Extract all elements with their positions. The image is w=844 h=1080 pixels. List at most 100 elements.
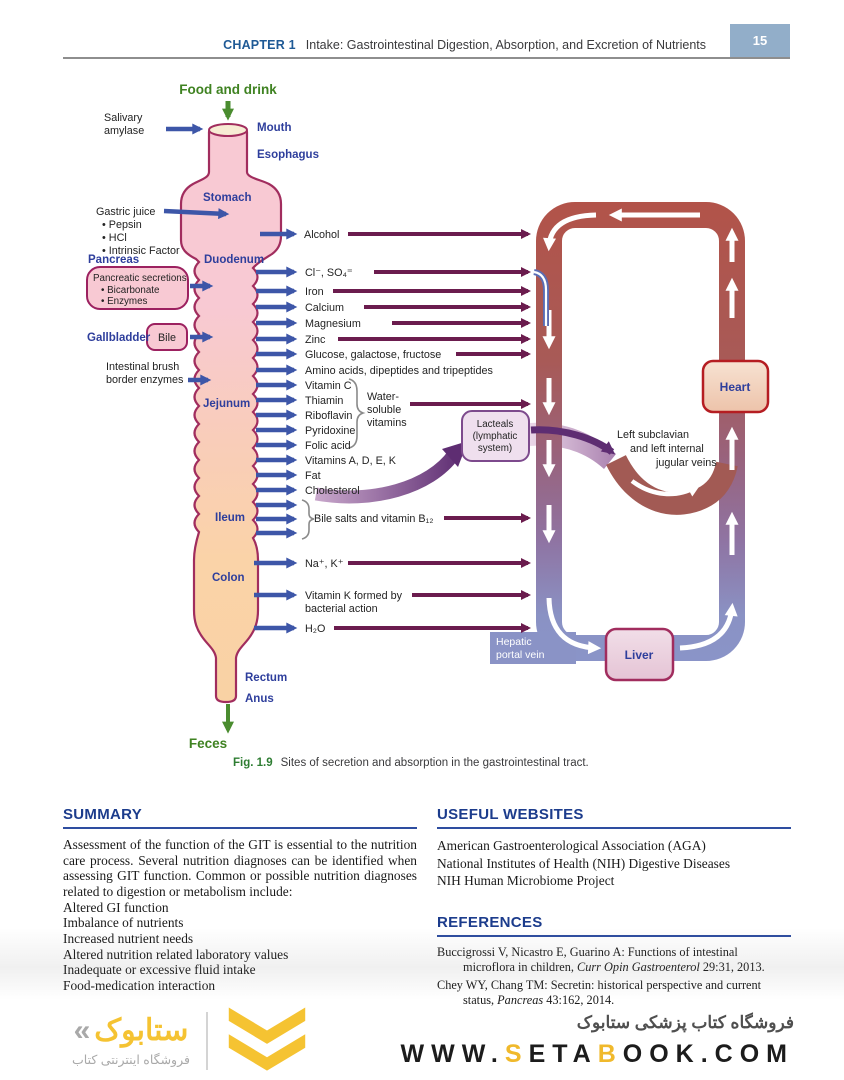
jugular-flow-arrow	[630, 479, 701, 497]
logo-divider	[205, 1012, 208, 1070]
setabook-logo-line: « ستابوک	[72, 1013, 190, 1047]
label-bile-salts: Bile salts and vitamin B₁₂	[314, 513, 433, 525]
label-pancreatic-3: • Enzymes	[101, 296, 148, 307]
label-pancreatic-1: Pancreatic secretions	[93, 273, 187, 284]
label-glucose: Glucose, galactose, fructose	[305, 349, 441, 361]
label-alcohol: Alcohol	[304, 229, 339, 241]
chevron-bottom	[228, 1034, 306, 1071]
running-head: CHAPTER 1 Intake: Gastrointestinal Diges…	[223, 38, 706, 52]
water-soluble-bracket	[348, 378, 366, 449]
websites-section: USEFUL WEBSITES American Gastroenterolog…	[437, 806, 791, 890]
label-pancreatic-2: • Bicarbonate	[101, 285, 160, 296]
lacteals-swoosh	[530, 426, 616, 455]
summary-paragraph: Assessment of the function of the GIT is…	[63, 837, 417, 900]
bile-salts-bracket	[301, 499, 315, 540]
label-pyridoxine: Pyridoxine	[305, 425, 355, 437]
reference-journal: Curr Opin Gastroenterol	[577, 960, 700, 975]
loop-flow-arrows	[542, 208, 739, 655]
page-header: CHAPTER 1 Intake: Gastrointestinal Diges…	[63, 0, 790, 59]
lacteals-box	[461, 410, 530, 462]
label-lacteals-1: Lacteals	[477, 419, 514, 430]
setabook-logo: « ستابوک فروشگاه اینترنتی کتاب	[72, 1013, 190, 1067]
label-liver: Liver	[625, 648, 654, 662]
label-stomach: Stomach	[203, 192, 252, 204]
absorption-lines	[333, 229, 531, 633]
absorption-arrows	[254, 228, 298, 634]
watermark-footer: « ستابوک فروشگاه اینترنتی کتاب فروشگاه ک…	[0, 1002, 844, 1080]
chapter-label: CHAPTER 1	[223, 38, 296, 52]
right-column: USEFUL WEBSITES American Gastroenterolog…	[437, 806, 791, 1010]
url-part: ETA	[528, 1040, 598, 1068]
label-gastric-3: • HCl	[102, 232, 127, 244]
label-lacteals-3: system)	[478, 443, 512, 454]
summary-item: Imbalance of nutrients	[63, 915, 184, 931]
label-ileum: Ileum	[215, 512, 245, 524]
label-riboflavin: Riboflavin	[305, 410, 352, 422]
reference-item: Buccigrossi V, Nicastro E, Guarino A: Fu…	[437, 945, 791, 975]
pancreatic-secretions-box	[86, 266, 189, 310]
label-salivary-1: Salivary	[104, 112, 143, 124]
label-water-1: Water-	[367, 391, 399, 403]
figure-caption: Fig. 1.9 Sites of secretion and absorptio…	[233, 757, 589, 769]
label-brush-1: Intestinal brush	[106, 361, 179, 373]
label-mouth: Mouth	[257, 122, 291, 134]
reference-journal: Pancreas	[497, 992, 544, 1007]
chevron-emblem-icon	[228, 1007, 306, 1071]
feces-label: Feces	[189, 736, 227, 751]
reference-tail: 43:162, 2014.	[543, 992, 615, 1007]
label-hepatic-2: portal vein	[496, 649, 545, 661]
setabook-logo-group: « ستابوک فروشگاه اینترنتی کتاب	[72, 1007, 310, 1075]
flow-arrow	[543, 212, 597, 252]
gi-tract-shape	[179, 124, 283, 704]
label-calcium: Calcium	[305, 302, 344, 314]
chapter-title: Intake: Gastrointestinal Digestion, Abso…	[305, 38, 706, 52]
url-part-accent: S	[504, 1040, 529, 1068]
label-cholesterol: Cholesterol	[305, 485, 360, 497]
label-na-k: Na⁺, K⁺	[305, 558, 344, 570]
label-amino: Amino acids, dipeptides and tripeptides	[305, 365, 493, 377]
label-cl-so4: Cl⁻, SO₄⁼	[305, 267, 353, 279]
label-vitamins-adek: Vitamins A, D, E, K	[305, 455, 397, 467]
label-heart: Heart	[720, 380, 751, 394]
summary-item: Food-medication interaction	[63, 978, 216, 994]
summary-section: SUMMARY Assessment of the function of th…	[63, 806, 417, 994]
label-h2o: H₂O	[305, 623, 325, 635]
label-salivary-2: amylase	[104, 125, 144, 137]
label-water-2: soluble	[367, 404, 401, 416]
gastric-arrow	[163, 208, 230, 220]
footer-right: فروشگاه کتاب پزشکی ستابوک WWW.SETABOOK.C…	[401, 1013, 794, 1069]
url-part: WWW.	[400, 1040, 505, 1068]
logo-subtitle: فروشگاه اینترنتی کتاب	[72, 1052, 190, 1067]
fat-swoosh	[314, 449, 460, 504]
website-item: NIH Human Microbiome Project	[437, 873, 615, 889]
entry-vessel-core	[533, 270, 548, 326]
label-anus: Anus	[245, 693, 274, 705]
label-gastric-1: Gastric juice	[96, 206, 155, 218]
page-number-box: 15	[730, 24, 790, 57]
website-item: American Gastroenterological Association…	[437, 838, 706, 853]
label-esophagus: Esophagus	[257, 149, 319, 161]
jugular-vessel	[606, 454, 738, 515]
footer-tagline: فروشگاه کتاب پزشکی ستابوک	[576, 1013, 794, 1032]
label-zinc: Zinc	[305, 334, 326, 346]
label-gastric-4: • Intrinsic Factor	[102, 245, 180, 257]
mouth-opening	[208, 123, 248, 137]
logo-name: ستابوک	[94, 1013, 189, 1047]
secretion-arrows	[163, 123, 230, 386]
label-bile: Bile	[158, 332, 176, 344]
summary-item: Increased nutrient needs	[63, 931, 194, 947]
website-item: National Institutes of Health (NIH) Dige…	[437, 855, 731, 871]
label-iron: Iron	[305, 286, 324, 298]
chevron-top	[228, 1007, 306, 1044]
label-jejunum: Jejunum	[203, 398, 250, 410]
references-section: REFERENCES Buccigrossi V, Nicastro E, Gu…	[437, 914, 791, 1008]
label-duodenum: Duodenum	[204, 254, 264, 266]
logo-chevron-mark: «	[73, 1013, 91, 1047]
figure-caption-text: Sites of secretion and absorption in the…	[281, 757, 589, 769]
footer-url: WWW.SETABOOK.COM	[401, 1040, 794, 1069]
bile-box	[146, 323, 188, 351]
label-gastric-2: • Pepsin	[102, 219, 142, 231]
figure-caption-label: Fig. 1.9	[233, 757, 273, 769]
